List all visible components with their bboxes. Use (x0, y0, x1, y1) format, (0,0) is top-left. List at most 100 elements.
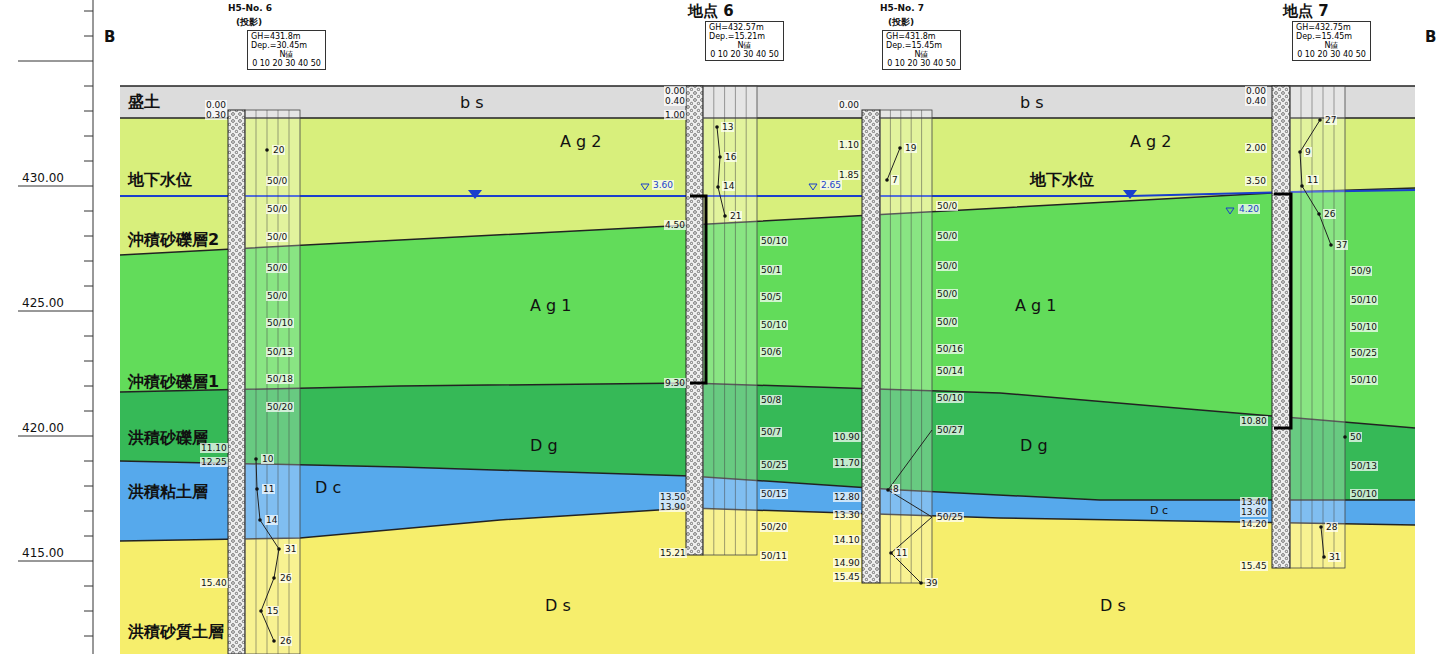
axis-tick (84, 136, 93, 137)
axis-tick (84, 486, 93, 487)
depth-label: 13.90 (659, 502, 687, 512)
depth-label: 0.00 (1245, 86, 1267, 96)
layer-code: A g 2 (560, 132, 601, 151)
header-text: GH=431.8m (251, 32, 322, 41)
n-value: 31 (1328, 552, 1341, 562)
n-value: 50/6 (760, 347, 782, 357)
axis-tick (84, 211, 93, 212)
n-value: 14 (265, 515, 278, 525)
depth-label: 13.50 (659, 492, 687, 502)
borehole-header: GH=432.75mDep.=15.45mN値0 10 20 30 40 50 (1292, 21, 1371, 61)
depth-label: 4.50 (664, 220, 686, 230)
depth-label: 10.80 (1240, 416, 1268, 426)
n-grid-line (911, 110, 912, 583)
depth-label: 13.40 (1240, 497, 1268, 507)
n-value: 20 (272, 145, 285, 155)
n-value: 31 (284, 544, 297, 554)
axis-tick (84, 161, 93, 162)
axis-tick (84, 86, 93, 87)
axis-tick (18, 311, 93, 312)
n-value: 50/14 (936, 366, 964, 376)
water-mark (468, 190, 482, 199)
n-value: 50/0 (266, 263, 288, 273)
layer-name: 盛土 (128, 92, 160, 113)
n-grid-line (921, 110, 922, 583)
n-value: 8 (892, 484, 900, 494)
depth-label: 11.10 (200, 443, 228, 453)
depth-label: 12.25 (200, 457, 228, 467)
header-text: 0 10 20 30 40 50 (886, 59, 957, 68)
n-value: 50/10 (1350, 295, 1378, 305)
axis-tick (84, 336, 93, 337)
header-text: N値 (709, 41, 780, 50)
axis-tick (84, 511, 93, 512)
n-value: 50/8 (760, 395, 782, 405)
n-value: 26 (279, 573, 292, 583)
section-title: B (104, 28, 115, 46)
n-value: 50/0 (266, 176, 288, 186)
n-value: 10 (261, 454, 274, 464)
elevation-label: 415.00 (22, 546, 64, 560)
axis-tick (84, 11, 93, 12)
depth-label: 11.70 (833, 458, 861, 468)
n-value: 9 (1304, 147, 1312, 157)
n-value: 26 (279, 636, 292, 646)
layer-name: 洪積粘土層 (128, 482, 208, 503)
depth-label: 1.85 (838, 170, 860, 180)
header-text: GH=431.8m (886, 32, 957, 41)
depth-label: 15.45 (833, 572, 861, 582)
water-depth: 3.60 (652, 180, 674, 190)
depth-label: 13.30 (833, 510, 861, 520)
n-graph-box (1290, 86, 1345, 568)
elevation-label: 430.00 (22, 171, 64, 185)
n-value-graph (256, 120, 1331, 641)
section-title: 地点 7 (1283, 2, 1329, 21)
layer-name: 洪積砂質土層 (128, 622, 224, 643)
depth-label: 15.40 (200, 578, 228, 588)
borehole-name: H5-No. 7 (880, 3, 924, 13)
layer-code: D s (545, 596, 571, 615)
n-grid-line (900, 110, 901, 583)
n-value: 50/0 (936, 317, 958, 327)
layer-code: A g 1 (530, 296, 571, 315)
depth-label: 0.00 (205, 100, 227, 110)
layer-code: A g 2 (1130, 132, 1171, 151)
layer-code: D g (530, 436, 558, 455)
depth-label: 14.90 (833, 558, 861, 568)
elevation-label: 420.00 (22, 421, 64, 435)
n-value: 50/10 (936, 393, 964, 403)
n-value: 50/1 (760, 265, 782, 275)
n-value: 50/20 (266, 402, 294, 412)
n-value: 50/0 (936, 261, 958, 271)
n-value: 50/20 (760, 522, 788, 532)
axis-tick (84, 261, 93, 262)
n-graph-box (245, 110, 300, 654)
n-value: 50/0 (936, 201, 958, 211)
borehole-columns (228, 86, 1290, 654)
depth-label: 1.10 (838, 140, 860, 150)
water-mark (1123, 190, 1137, 199)
water-depth: 2.65 (820, 180, 842, 190)
header-text: N値 (886, 50, 957, 59)
layer-code: b s (460, 93, 484, 112)
borehole-header: GH=432.57mDep.=15.21mN値0 10 20 30 40 50 (705, 21, 784, 61)
n-value: 50/13 (266, 347, 294, 357)
header-text: GH=432.75m (1296, 23, 1367, 32)
header-text: Dep.=15.21m (709, 32, 780, 41)
n-value: 50/10 (760, 320, 788, 330)
layer-name: 沖積砂礫層2 (128, 230, 219, 251)
n-grid-line (1323, 86, 1324, 568)
header-text: Dep.=15.45m (886, 41, 957, 50)
header-text: N値 (251, 50, 322, 59)
n-value: 50/25 (936, 512, 964, 522)
borehole-name: (投影) (236, 16, 262, 29)
n-value: 11 (1306, 175, 1319, 185)
layer-code: D s (1100, 596, 1126, 615)
n-value: 50/25 (1350, 348, 1378, 358)
depth-label: 3.50 (1245, 176, 1267, 186)
n-value: 50/9 (1350, 266, 1372, 276)
n-value: 50/10 (1350, 489, 1378, 499)
n-value: 11 (262, 484, 275, 494)
